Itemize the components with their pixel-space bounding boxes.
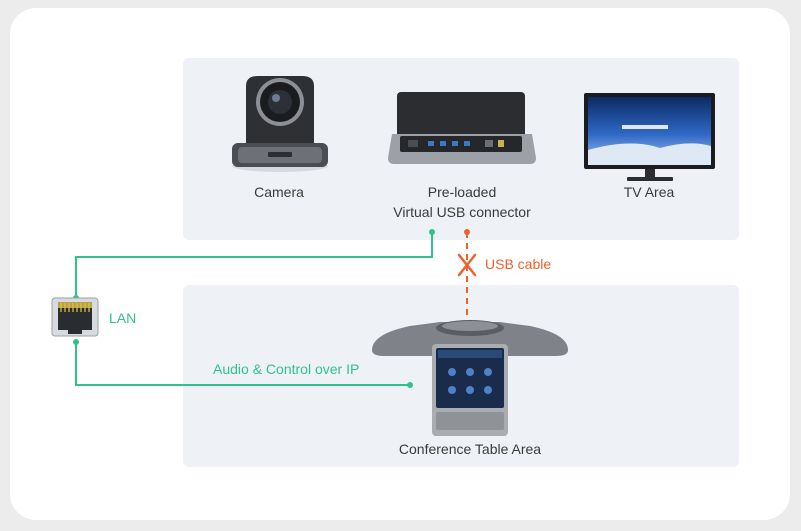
usb-dot	[464, 229, 470, 235]
lan-line-to-phone	[75, 342, 410, 386]
tv-label: TV Area	[623, 184, 675, 200]
tv-image	[584, 93, 715, 181]
lan-label: LAN	[109, 310, 137, 326]
connector-label-line1: Pre-loaded	[427, 184, 497, 200]
lan-dot-connector	[429, 229, 435, 235]
ethernet-port-icon	[51, 297, 99, 337]
camera-image	[232, 76, 328, 172]
x-mark-icon	[457, 253, 477, 277]
lan-dot-bottom	[73, 339, 79, 345]
connector-label-line2: Virtual USB connector	[393, 204, 531, 220]
conference-phone-image	[372, 320, 568, 436]
lan-dot-phone	[407, 382, 413, 388]
lan-connection-lines	[75, 232, 433, 386]
audio-control-label: Audio & Control over IP	[213, 361, 360, 377]
usb-connector-image	[388, 92, 536, 164]
conference-table-label: Conference Table Area	[398, 441, 542, 457]
lan-line-to-connector	[75, 232, 433, 298]
usb-cable-label: USB cable	[485, 256, 552, 272]
camera-label: Camera	[254, 184, 304, 200]
